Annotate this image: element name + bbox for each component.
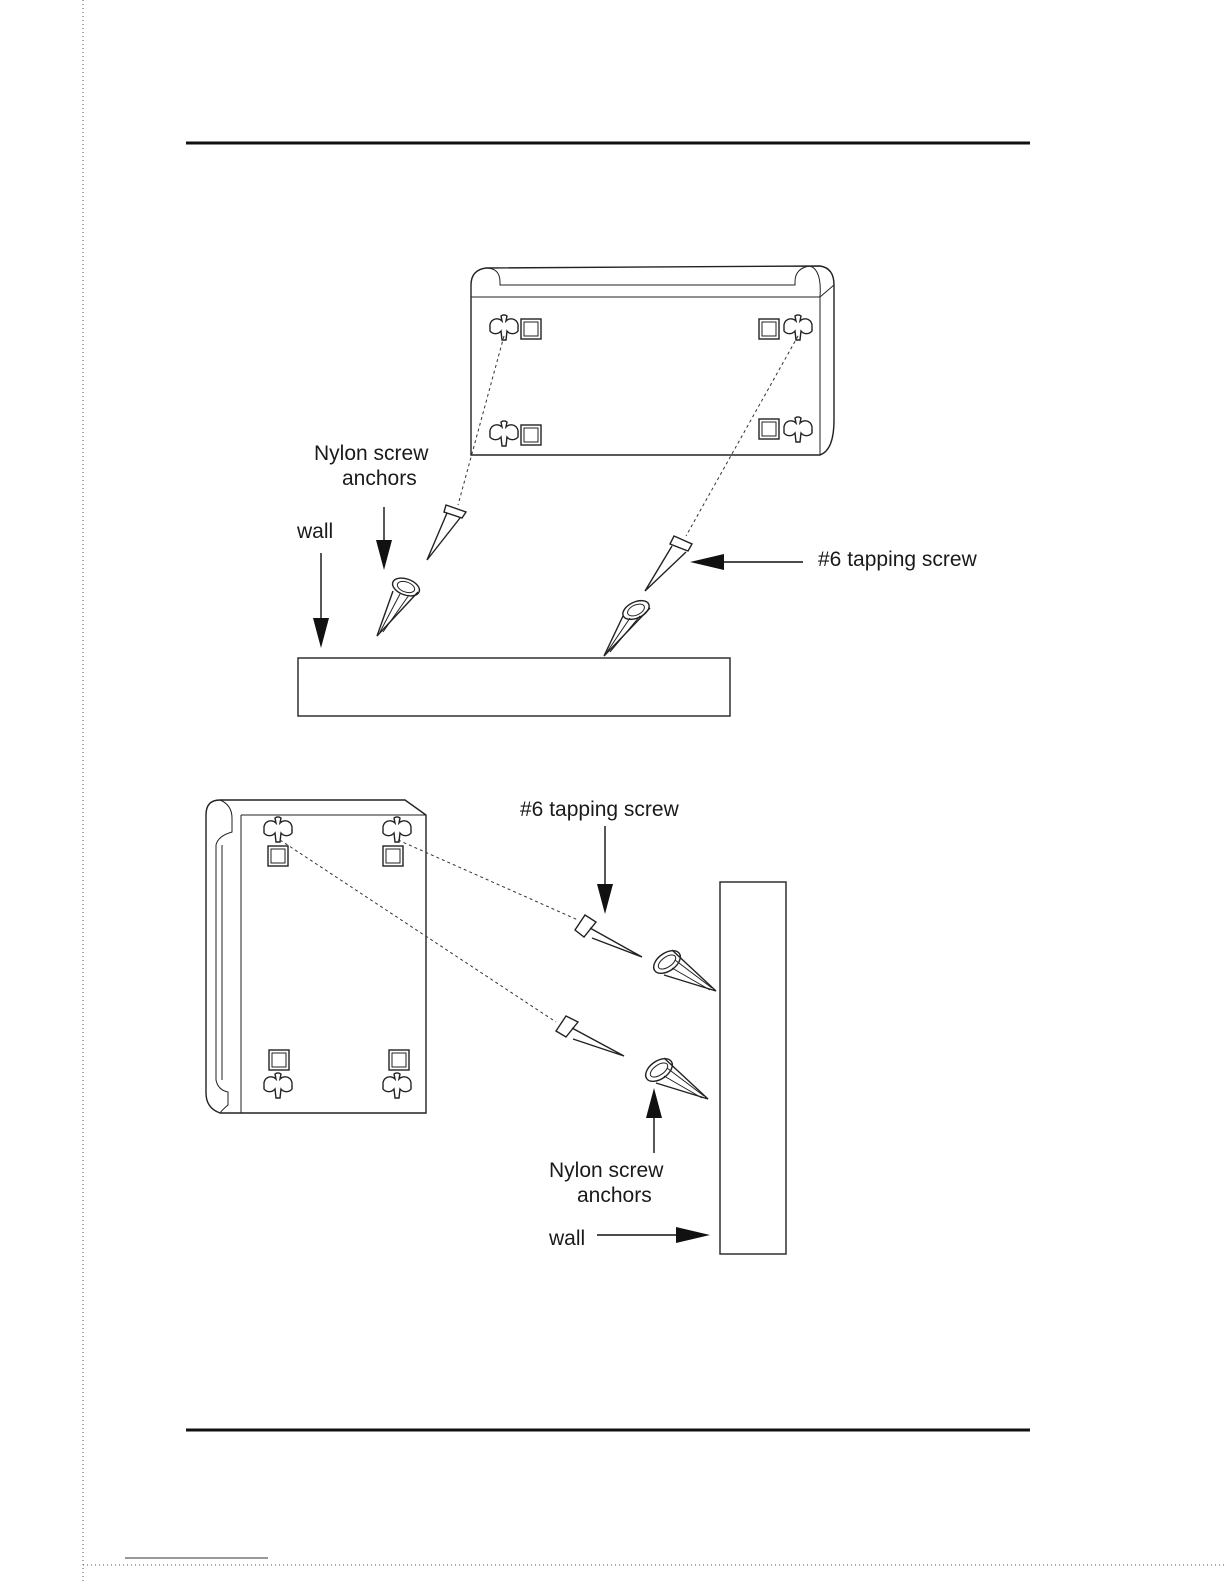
keyhole-slot-icon xyxy=(784,417,812,442)
square-pad-icon xyxy=(759,419,779,439)
bottom-wall-label: wall xyxy=(548,1227,585,1250)
alignment-line xyxy=(280,840,556,1022)
bottom-anchors-label-line1: Nylon screw xyxy=(549,1159,664,1182)
alignment-line xyxy=(398,840,578,920)
square-pad-icon xyxy=(383,846,403,866)
arrow-down-icon xyxy=(597,826,613,914)
arrow-left-icon xyxy=(690,554,803,570)
square-pad-icon xyxy=(521,425,541,445)
tapping-screw xyxy=(556,1016,624,1056)
tapping-screw xyxy=(645,536,692,591)
wall-bottom xyxy=(720,882,786,1254)
square-pad-icon xyxy=(268,846,288,866)
square-pad-icon xyxy=(389,1050,409,1070)
top-screw-label: #6 tapping screw xyxy=(818,548,978,571)
nylon-anchor xyxy=(642,1054,708,1099)
keyhole-slot-icon xyxy=(383,817,411,842)
keyhole-slot-icon xyxy=(383,1073,411,1098)
tapping-screw xyxy=(575,915,642,957)
top-anchors-label-line1: Nylon screw xyxy=(314,442,429,465)
square-pad-icon xyxy=(269,1050,289,1070)
arrow-up-icon xyxy=(646,1088,662,1153)
arrow-right-icon xyxy=(597,1227,710,1243)
top-anchors-label-line2: anchors xyxy=(342,467,417,490)
keyhole-slot-icon xyxy=(264,817,292,842)
top-wall-label: wall xyxy=(296,520,333,543)
nylon-anchor xyxy=(377,575,422,636)
keyhole-slot-icon xyxy=(490,421,518,446)
square-pad-icon xyxy=(521,319,541,339)
tapping-screw xyxy=(427,505,466,560)
square-pad-icon xyxy=(759,319,779,339)
arrow-down-icon xyxy=(313,553,329,648)
arrow-down-icon xyxy=(376,507,392,570)
keyhole-slot-icon xyxy=(264,1073,292,1098)
bottom-screw-label: #6 tapping screw xyxy=(520,798,680,821)
bottom-device-vertical xyxy=(206,800,426,1113)
wall-top xyxy=(298,658,730,716)
alignment-line xyxy=(458,336,504,505)
nylon-anchor xyxy=(650,946,716,991)
nylon-anchor xyxy=(604,597,652,656)
alignment-line xyxy=(686,336,798,536)
bottom-anchors-label-line2: anchors xyxy=(577,1184,652,1207)
